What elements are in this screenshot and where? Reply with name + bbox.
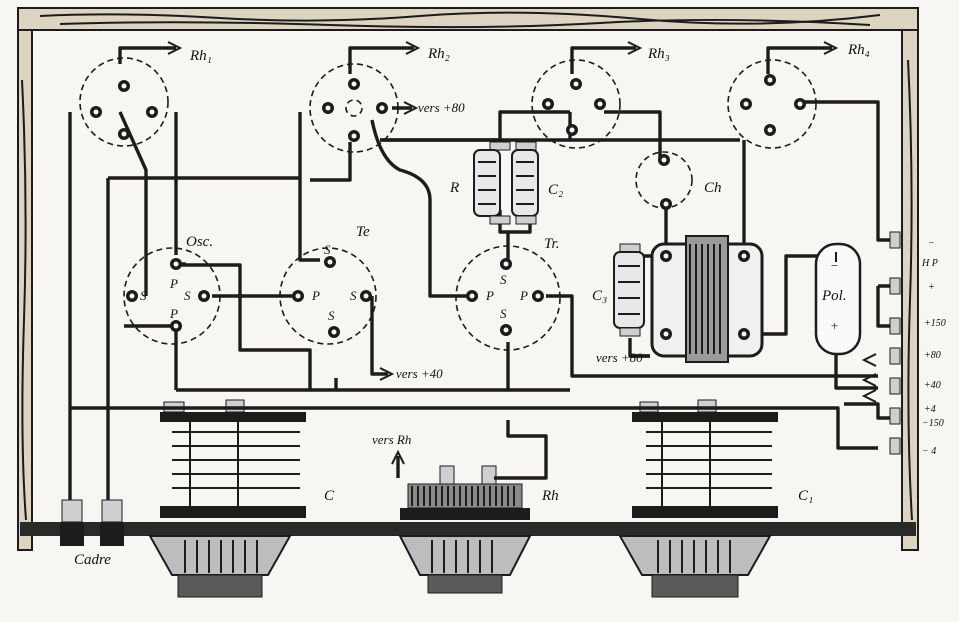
terminal-label: H P (921, 258, 938, 269)
terminal-label: −150 (922, 418, 944, 429)
label-rh1: Rh₁ (189, 48, 212, 64)
pin-label-s: S (350, 288, 357, 303)
valve-socket-3 (531, 59, 621, 149)
label-tr: Tr. (544, 236, 559, 252)
terminal-label: − (928, 238, 935, 249)
transformer-tr (455, 245, 561, 351)
capacitor-c2 (511, 141, 539, 225)
label-r: R (449, 180, 459, 196)
knob-left[interactable] (148, 535, 292, 598)
variable-capacitor-c1 (632, 399, 778, 518)
terminal-label: + (928, 282, 935, 293)
label-c1: C₁ (798, 488, 813, 504)
label-rh4: Rh₄ (847, 42, 870, 58)
wiring (68, 41, 890, 500)
label-osc: Osc. (186, 234, 213, 250)
polarization-battery (814, 242, 862, 364)
variable-capacitor-c (160, 399, 306, 518)
pin-label-s: S (328, 308, 335, 323)
label-rh2: Rh₂ (427, 46, 450, 62)
cabinet-frame (17, 7, 919, 551)
valve-socket-1 (79, 57, 169, 147)
label-c3: C₃ (592, 288, 607, 304)
audio-transformer (650, 235, 764, 363)
label-vers80-top: vers +80 (418, 100, 465, 115)
pin-label-p: P (519, 288, 528, 303)
label-cadre: Cadre (74, 552, 111, 568)
terminal-label: +150 (924, 318, 946, 329)
terminal-label: +4 (924, 404, 936, 415)
pin-label-s: S (500, 306, 507, 321)
oscillator-coil (123, 247, 221, 345)
label-c: C (324, 488, 335, 504)
capacitor-c3 (613, 243, 645, 337)
pin-label-p: P (485, 288, 494, 303)
label-pol-minus: − (830, 258, 839, 273)
valve-socket-4 (727, 59, 817, 149)
frame-aerial-plugs[interactable] (60, 499, 124, 546)
label-rh: Rh (541, 488, 559, 504)
terminal-label: +80 (924, 350, 941, 361)
label-ch: Ch (704, 180, 722, 196)
terminal-label: +40 (924, 380, 941, 391)
label-rh3: Rh₃ (647, 46, 670, 62)
resistor-r (473, 141, 511, 225)
knob-center[interactable] (398, 535, 532, 594)
label-te: Te (356, 224, 370, 240)
pin-label-s: S (140, 288, 147, 303)
knob-right[interactable] (618, 535, 772, 598)
pin-label-p: P (311, 288, 320, 303)
label-pol: Pol. (821, 288, 847, 304)
choke-ch (635, 151, 693, 210)
label-c2: C₂ (548, 182, 563, 198)
terminal-strip (889, 231, 901, 455)
labels: Rh₁ Rh₂ Rh₃ Rh₄ vers +80 vers +80 vers +… (74, 42, 946, 568)
pin-label-p: P (169, 276, 178, 291)
terminal-label: − 4 (922, 446, 936, 457)
label-vers-rh: vers Rh (372, 432, 411, 447)
pin-label-s: S (184, 288, 191, 303)
pin-label-s: S (324, 242, 331, 257)
rheostat-rh (400, 465, 530, 520)
label-pol-plus: + (830, 318, 839, 333)
pin-label-p: P (169, 306, 178, 321)
valve-socket-2 (309, 63, 399, 153)
pin-label-s: S (500, 272, 507, 287)
label-vers40: vers +40 (396, 366, 443, 381)
transformer-te (279, 247, 377, 345)
label-vers80-low: vers +80 (596, 350, 643, 365)
